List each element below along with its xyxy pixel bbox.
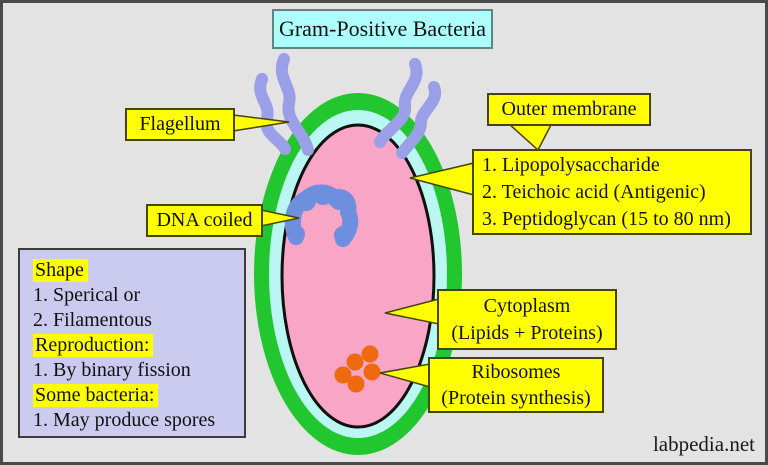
membrane-composition-list: 1. Lipopolysaccharide 2. Teichoic acid (… bbox=[472, 149, 752, 235]
outer-membrane-label: Outer membrane bbox=[487, 93, 651, 126]
dna-coiled-label-text: DNA coiled bbox=[156, 209, 253, 231]
ribosome-dot bbox=[363, 363, 381, 381]
outer-membrane-label-text: Outer membrane bbox=[501, 98, 637, 120]
bacteria-facts-panel: Shape 1. Sperical or 2. Filamentous Repr… bbox=[18, 248, 246, 438]
facts-heading-shape: Shape bbox=[33, 258, 244, 283]
facts-heading-reproduction: Reproduction: bbox=[33, 333, 244, 358]
facts-heading-reproduction-text: Reproduction: bbox=[33, 334, 154, 357]
ribosome-dot bbox=[361, 345, 379, 363]
dna-blob bbox=[287, 225, 305, 243]
ribosome-dot bbox=[334, 366, 352, 384]
flagellum-strand-4 bbox=[396, 81, 442, 159]
ribosomes-label-line1: Ribosomes bbox=[471, 361, 561, 383]
flagellum-strand-1 bbox=[254, 73, 291, 155]
callout-pointers bbox=[232, 114, 554, 388]
dna-blob bbox=[334, 226, 352, 244]
ribosomes-label: Ribosomes (Protein synthesis) bbox=[428, 357, 604, 413]
ribosomes-group bbox=[334, 345, 381, 393]
cytoplasm-label-line2: (Lipids + Proteins) bbox=[451, 321, 603, 344]
facts-heading-some-bacteria: Some bacteria: bbox=[33, 383, 244, 408]
dna-blob bbox=[330, 192, 348, 210]
ribosomes-label-line2: (Protein synthesis) bbox=[441, 387, 591, 409]
facts-heading-shape-text: Shape bbox=[33, 259, 88, 282]
flagellum-strand-3 bbox=[374, 58, 423, 148]
ribosome-dot bbox=[347, 375, 365, 393]
dna-coil bbox=[284, 184, 359, 247]
facts-item: 1. By binary fission bbox=[33, 359, 191, 381]
facts-item: 1. May produce spores bbox=[33, 409, 216, 431]
page-title-text: Gram-Positive Bacteria bbox=[278, 16, 487, 41]
bacteria-cell-illustration bbox=[232, 53, 554, 455]
dna-blob bbox=[296, 191, 316, 211]
dna-coiled-label: DNA coiled bbox=[146, 204, 263, 237]
outer-membrane-pointer bbox=[506, 122, 554, 152]
cytoplasm-label: Cytoplasm (Lipids + Proteins) bbox=[437, 289, 617, 350]
facts-item: 2. Filamentous bbox=[33, 309, 152, 331]
flagella-group bbox=[254, 53, 442, 159]
page-title: Gram-Positive Bacteria bbox=[272, 9, 493, 49]
flagellum-label: Flagellum bbox=[125, 108, 235, 141]
membrane-item: 2. Teichoic acid (Antigenic) bbox=[482, 180, 706, 203]
membrane-item: 1. Lipopolysaccharide bbox=[482, 153, 660, 176]
flagellum-strand-2 bbox=[275, 53, 314, 156]
facts-heading-some-bacteria-text: Some bacteria: bbox=[33, 384, 159, 407]
dna-blob bbox=[313, 185, 333, 205]
facts-item: 1. Sperical or bbox=[33, 284, 141, 306]
membrane-item: 3. Peptidoglycan (15 to 80 nm) bbox=[482, 207, 731, 230]
cytoplasm-label-line1: Cytoplasm bbox=[483, 294, 571, 317]
ribosome-dot bbox=[346, 353, 364, 371]
flagellum-label-text: Flagellum bbox=[139, 113, 221, 135]
watermark: labpedia.net bbox=[652, 432, 755, 456]
